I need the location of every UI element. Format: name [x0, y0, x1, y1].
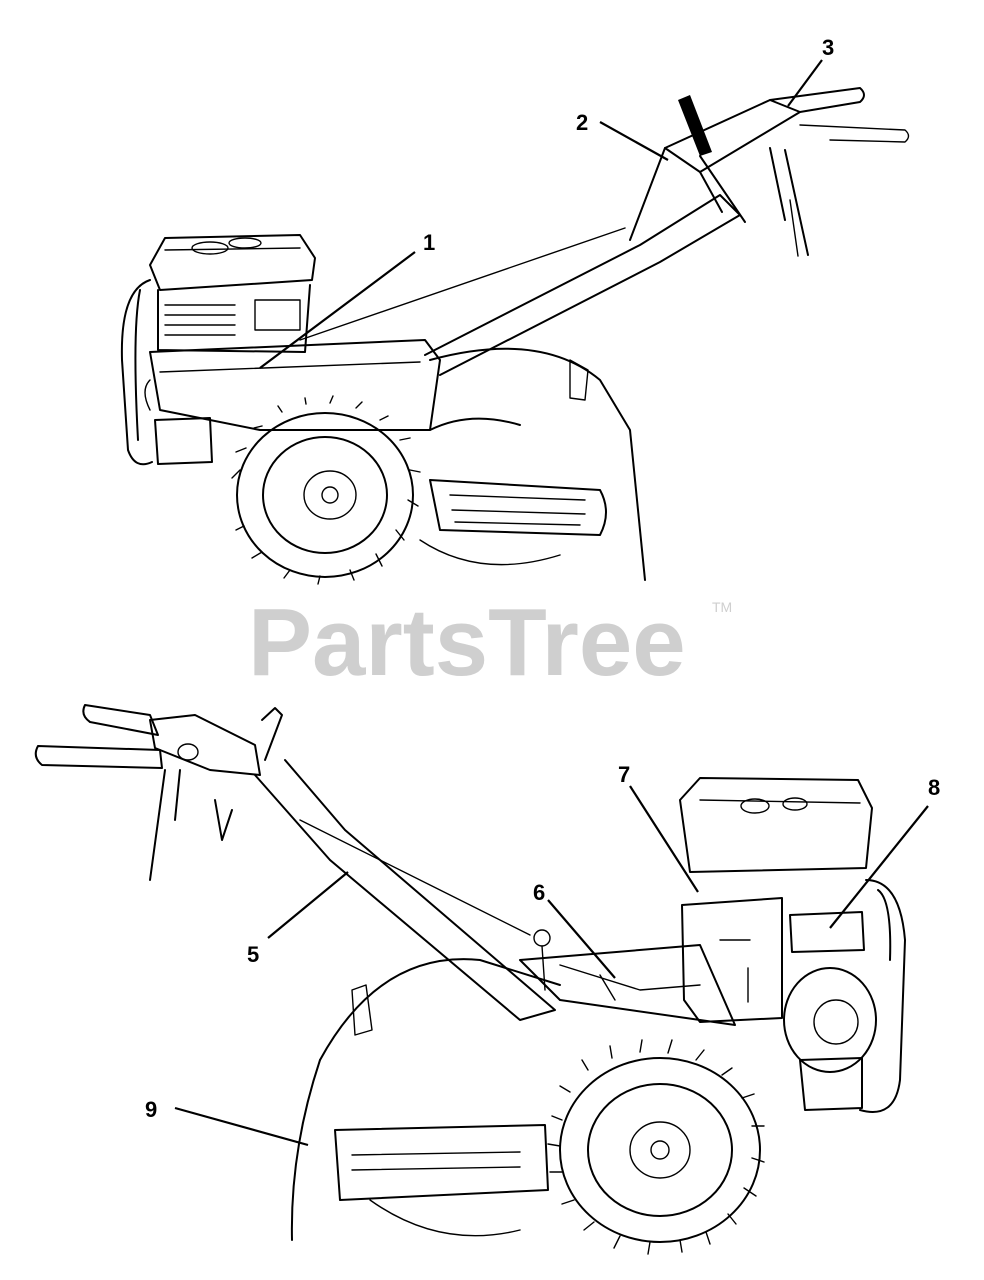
callout-5[interactable]: 5	[247, 871, 349, 967]
callout-8[interactable]: 8	[829, 775, 940, 929]
callout-1[interactable]: 1	[259, 230, 435, 369]
tiller-bottom-view	[34, 704, 906, 1255]
callout-6[interactable]: 6	[533, 880, 616, 979]
callout-2-label: 2	[576, 110, 588, 135]
callout-9-label: 9	[145, 1097, 157, 1122]
callout-3-label: 3	[822, 35, 834, 60]
callout-2[interactable]: 2	[576, 110, 669, 161]
callout-6-label: 6	[533, 880, 545, 905]
callout-7[interactable]: 7	[618, 762, 699, 893]
callout-7-label: 7	[618, 762, 630, 787]
tiller-top-view	[120, 87, 910, 585]
callout-1-label: 1	[423, 230, 435, 255]
callout-5-label: 5	[247, 942, 259, 967]
callout-9[interactable]: 9	[145, 1097, 309, 1147]
watermark-trademark: TM	[712, 599, 732, 615]
callout-8-label: 8	[928, 775, 940, 800]
callout-3[interactable]: 3	[787, 35, 834, 107]
watermark-text: PartsTree	[248, 589, 686, 696]
